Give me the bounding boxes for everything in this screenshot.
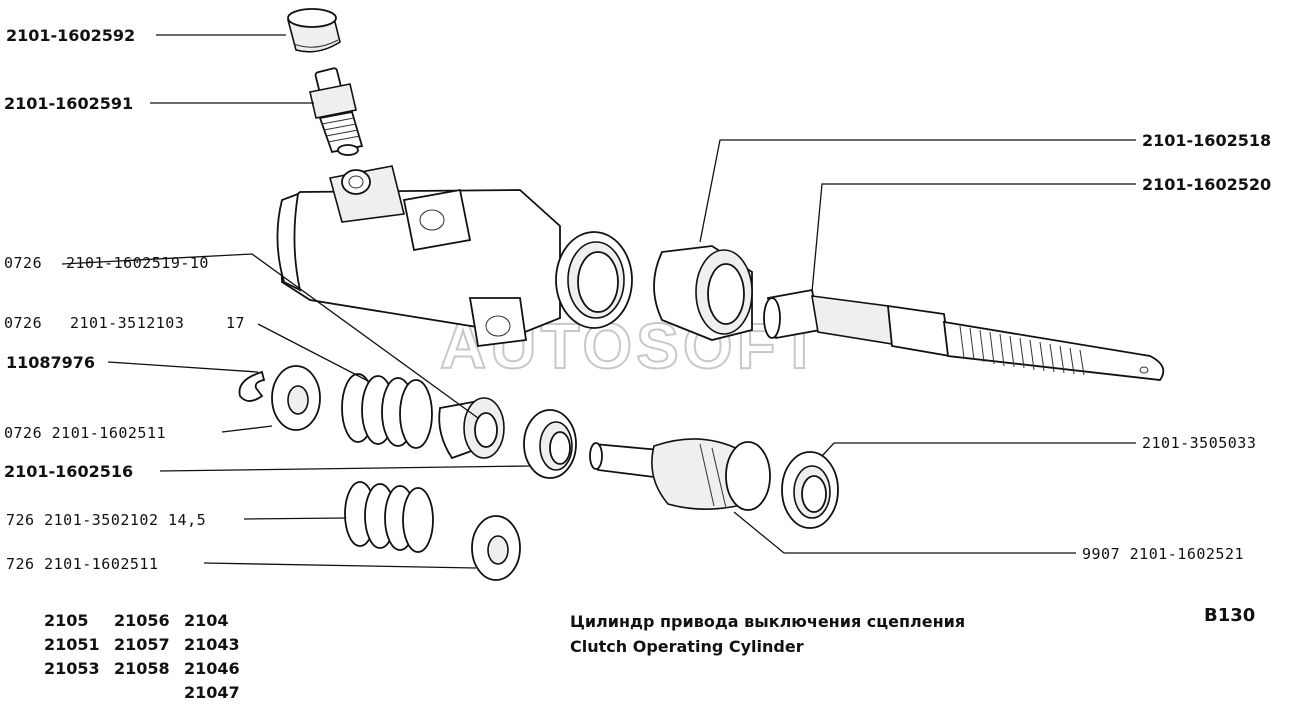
model-21051: 21051	[44, 635, 100, 654]
callout-2101-3505033: 2101-3505033	[1142, 434, 1256, 452]
cylinder-body-part	[276, 165, 633, 348]
model-2105: 2105	[44, 611, 89, 630]
callout-11087976: 11087976	[6, 353, 95, 372]
retaining-ring-part	[238, 370, 266, 402]
callout-size-17: 17	[226, 314, 245, 332]
title-english: Clutch Operating Cylinder	[570, 637, 804, 656]
piston-cup-part	[438, 397, 505, 460]
model-21058: 21058	[114, 659, 170, 678]
title-russian: Цилиндр привода выключения сцепления	[570, 612, 965, 631]
lower-spring-part	[344, 481, 434, 553]
dust-boot-part	[653, 245, 753, 341]
callout-0726-2101-1602511: 0726 2101-1602511	[4, 424, 166, 442]
callout-9907-2101-1602521: 9907 2101-1602521	[1082, 545, 1244, 563]
model-21053: 21053	[44, 659, 100, 678]
callout-726-2101-3502102: 726 2101-3502102 14,5	[6, 511, 206, 529]
model-list: 2105 21051 21053 21056 21057 21058 2104 …	[44, 611, 240, 702]
washer-lower-part	[471, 515, 521, 581]
model-2104: 2104	[184, 611, 229, 630]
piston-seal-part	[781, 451, 839, 529]
callout-0726-prefix-a: 0726	[4, 254, 42, 272]
callout-2101-1602516: 2101-1602516	[4, 462, 133, 481]
washer-upper-part	[271, 365, 321, 431]
callout-2101-1602518: 2101-1602518	[1142, 131, 1271, 150]
model-21047: 21047	[184, 683, 240, 702]
piston-part	[589, 438, 771, 511]
callout-2101-1602591: 2101-1602591	[4, 94, 133, 113]
leader-lines	[61, 34, 1136, 569]
callout-726-2101-1602511: 726 2101-1602511	[6, 555, 159, 573]
model-21046: 21046	[184, 659, 240, 678]
callout-2101-1602592: 2101-1602592	[6, 26, 135, 45]
callout-0726-prefix-b: 0726	[4, 314, 42, 332]
callout-2101-1602519-10: 2101-1602519-10	[66, 254, 209, 272]
callout-2101-1602520: 2101-1602520	[1142, 175, 1271, 194]
upper-spring-part	[341, 373, 433, 449]
seal-ring-part	[523, 409, 577, 479]
diagram-code: B130	[1204, 605, 1255, 626]
model-21057: 21057	[114, 635, 170, 654]
model-21056: 21056	[114, 611, 170, 630]
callout-2101-3512103: 2101-3512103	[70, 314, 184, 332]
pushrod-part	[763, 288, 1165, 381]
model-21043: 21043	[184, 635, 240, 654]
bleeder-valve-part	[309, 67, 364, 156]
bleeder-cap-part	[287, 8, 341, 53]
